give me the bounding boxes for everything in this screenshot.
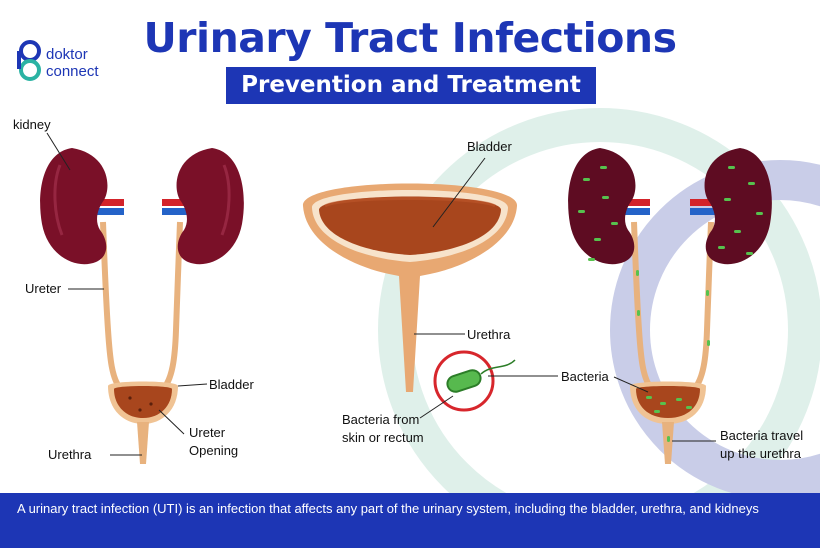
brand-line-1: doktor xyxy=(46,46,88,63)
label-ureter: Ureter xyxy=(25,281,62,296)
infected-right-kidney xyxy=(704,148,772,265)
label-bacteria-travel-line-1: Bacteria travel xyxy=(720,428,804,443)
infected-left-kidney xyxy=(568,148,636,265)
label-urethra-left: Urethra xyxy=(48,447,92,462)
label-bladder-center: Bladder xyxy=(467,139,512,154)
label-ureter-opening: Ureter Opening xyxy=(189,425,238,458)
doktor-connect-logo xyxy=(17,40,41,81)
brand-name: doktor connect xyxy=(46,46,99,80)
label-ureter-opening-line-1: Ureter xyxy=(189,425,226,440)
label-bacteria-travel-line-2: up the urethra xyxy=(720,446,801,461)
footer-text: A urinary tract infection (UTI) is an in… xyxy=(17,501,759,516)
label-bladder-left: Bladder xyxy=(209,377,254,392)
brand-line-2: connect xyxy=(46,63,99,80)
label-bacteria-source-line-2: skin or rectum xyxy=(342,430,424,445)
page-subtitle: Prevention and Treatment xyxy=(241,72,581,98)
label-urethra-center: Urethra xyxy=(467,327,511,342)
bacteria-cell xyxy=(446,369,482,393)
page-title: Urinary Tract Infections xyxy=(143,14,677,62)
label-bacteria-source: Bacteria from skin or rectum xyxy=(342,412,424,445)
label-bacteria: Bacteria xyxy=(561,369,609,384)
label-ureter-opening-line-2: Opening xyxy=(189,443,239,458)
subtitle-banner xyxy=(226,67,596,104)
label-bacteria-travel: Bacteria travel up the urethra xyxy=(720,428,803,461)
label-bacteria-source-line-1: Bacteria from xyxy=(342,412,420,427)
label-kidney: kidney xyxy=(13,117,51,132)
kidney-bacteria xyxy=(578,166,763,346)
footer-banner xyxy=(0,493,820,548)
